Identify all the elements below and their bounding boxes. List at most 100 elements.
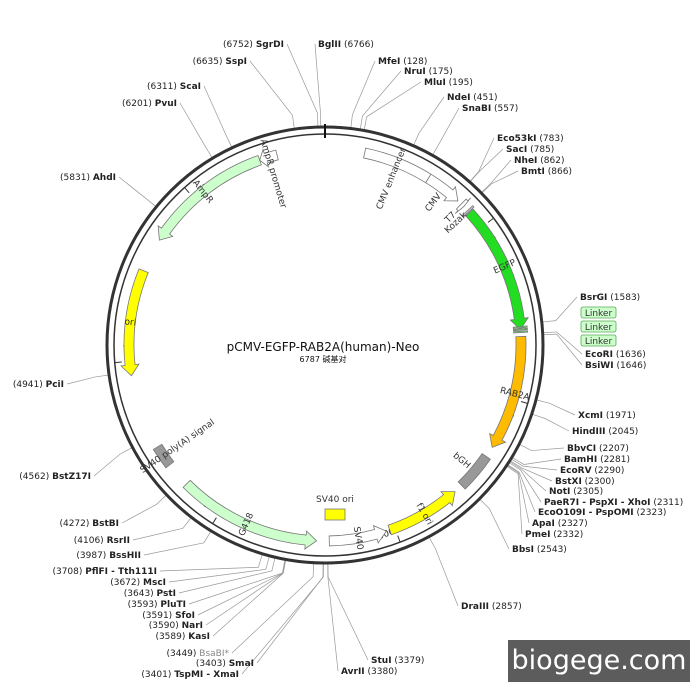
site-label: BsrGI (1583) [580,293,640,303]
site-label: NotI (2305) [549,487,603,497]
site-leader [231,562,315,654]
site-leader [479,498,510,550]
site-label: (3590) NarI [149,621,203,631]
site-label: (6201) PvuI [122,99,177,109]
site-leader [212,559,287,637]
tick-mark [520,401,528,404]
site-label: SnaBI (557) [462,104,518,114]
site-label: (3987) BssHII [76,551,141,561]
site-label: StuI (3379) [371,656,424,666]
site-label: ApaI (2327) [532,519,588,529]
site-leader [507,464,536,513]
site-leader [178,557,276,594]
f1-ori-feature [387,491,456,536]
site-leader [481,170,519,194]
site-label: (3401) TspMI - XmaI [141,670,239,680]
site-label: (3591) SfoI [142,611,195,621]
site-leader [93,447,133,477]
site-leader [469,137,495,183]
site-label: (6311) ScaI [147,82,201,92]
site-leader [541,296,578,323]
site-leader [413,96,445,146]
linker-3-feature [513,330,529,334]
site-leader [363,81,422,131]
plasmid-name: pCMV-EGFP-RAB2A(human)-Neo [227,340,420,354]
site-label: (5831) AhdI [60,173,116,183]
tick-mark [212,517,217,524]
site-leader [508,462,542,503]
tick-mark [114,361,122,364]
site-label: SacI (785) [506,145,554,155]
site-label: (3672) MscI [110,578,166,588]
site-leader [359,70,402,130]
site-leader [542,331,583,355]
site-label: (3449) BsaBI* [166,649,229,659]
feature-arrows [120,147,529,550]
site-leader [428,536,459,607]
site-label: EcoO109I - PspOMI (2323) [538,508,666,518]
site-label: PmeI (2332) [525,530,583,540]
site-label: EcoRV (2290) [560,466,624,476]
kozak-feature [461,205,475,218]
site-leader [511,456,562,465]
site-leader [203,85,233,148]
site-label: (4562) BstZ17I [19,472,91,482]
site-label: BbsI (2543) [512,545,567,555]
sv40-polya-feature [152,443,175,469]
site-leader [179,102,213,159]
tick-mark [397,535,401,543]
site-leader [506,465,523,535]
site-leader [506,464,530,524]
site-label: (6752) SgrDI [223,40,284,50]
site-leader [510,458,558,471]
watermark-logo: biogege.com [508,640,690,682]
site-label: (4106) RsrII [74,536,130,546]
sv40-ori-box [324,508,346,521]
site-leader [327,562,369,661]
site-label: NheI (862) [514,156,564,166]
site-label: Eco53kI (783) [497,134,564,144]
site-leader [132,517,192,541]
site-label: NdeI (451) [447,93,498,103]
rab2a-feature [489,335,527,448]
site-label: DraIII (2857) [461,602,522,612]
sv40-polya-label: SV40 poly(A) signal [139,418,217,476]
bgh-feature [457,453,491,490]
egfp-feature [465,208,529,331]
site-leader [509,461,547,492]
ori-feature [120,268,149,377]
site-leader [509,460,553,482]
site-label: (3643) PstI [124,589,176,599]
site-label: MluI (195) [424,78,473,88]
site-label: EcoRI (1636) [585,350,646,360]
site-leader [249,60,295,130]
t7-feature [454,197,471,214]
site-leader [535,399,576,416]
linker-1-feature [512,325,528,329]
site-label: MfeI (128) [378,57,427,67]
site-label: BstXI (2300) [555,477,615,487]
linker-2-feature [512,327,528,332]
ampr-promoter-label: AmpR promoter [258,138,288,210]
site-leader [159,553,263,572]
site-label: BmtI (866) [521,167,572,177]
site-leader [469,148,504,183]
site-label: PaeR7I - PspXI - XhoI (2311) [544,498,683,508]
site-leader [327,562,339,672]
site-label: (3708) PflFI - Tth111I [52,567,157,577]
site-leader [205,559,286,626]
linker-tag-1: Linker [585,309,613,319]
linker-tags: Linker Linker Linker [580,306,617,347]
site-label: (3403) SmaI [196,659,254,669]
site-leader [432,107,460,156]
site-leader [314,43,322,128]
sv40-ori-label: SV40 ori [316,495,354,505]
site-label: BglII (6766) [318,40,374,50]
site-label: HindIII (2045) [572,427,638,437]
linker-tag-2: Linker [585,323,613,333]
linker-tag-3: Linker [585,337,613,347]
cmv-promoter-label: CMV [424,191,445,214]
site-label: AvrII (3380) [341,667,397,677]
site-leader [542,333,583,366]
site-leader [66,374,110,385]
